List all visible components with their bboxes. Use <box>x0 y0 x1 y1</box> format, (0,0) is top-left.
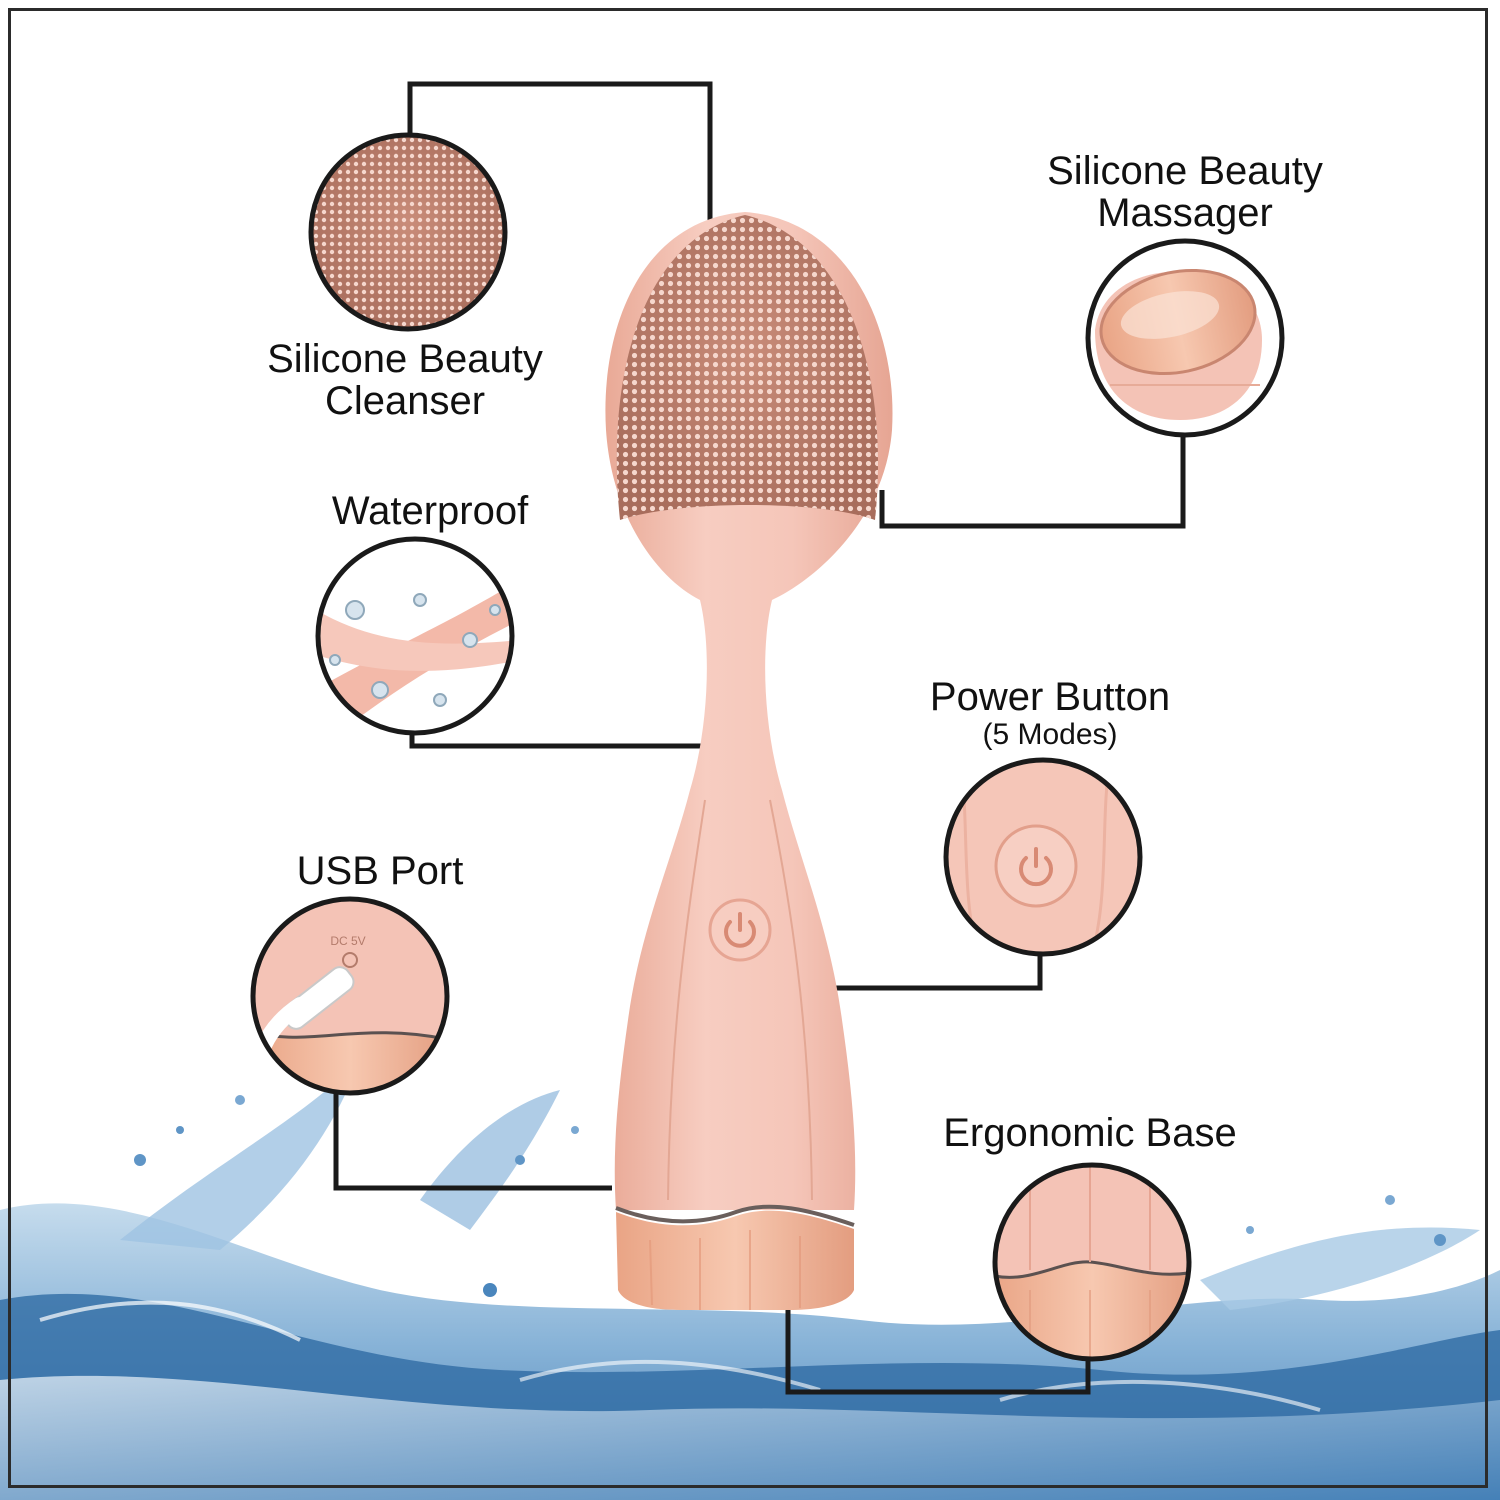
water-splash <box>0 1060 1500 1500</box>
power-button-label-sub: (5 Modes) <box>982 718 1118 751</box>
cleanser-label-line2: Cleanser <box>324 379 486 423</box>
base-connector-line <box>785 1280 1091 1395</box>
power-button-label-main: Power Button <box>929 675 1171 719</box>
cleanser-label: Silicone Beauty Cleanser <box>230 338 580 422</box>
usb-detail-circle: DC 5V <box>250 896 450 1096</box>
cleanser-detail-circle <box>308 132 508 332</box>
callout-lines <box>333 81 1186 1395</box>
power-icon <box>724 912 756 948</box>
massager-detail-circle <box>1085 238 1285 438</box>
power-button-label: Power Button (5 Modes) <box>880 676 1220 752</box>
power-detail-circle <box>943 757 1143 957</box>
device-body <box>605 212 893 1310</box>
cleanser-label-line1: Silicone Beauty <box>267 337 543 381</box>
cleanser-connector-line <box>407 81 713 260</box>
power-icon <box>1019 847 1053 887</box>
device-power-button <box>708 898 772 962</box>
usb-port-label: USB Port <box>296 849 464 893</box>
massager-label: Silicone Beauty Massager <box>1010 150 1360 234</box>
massager-label-line2: Massager <box>1097 191 1273 235</box>
ergonomic-base-label: Ergonomic Base <box>943 1111 1237 1155</box>
usb-port-marking: DC 5V <box>330 934 365 948</box>
massager-connector-line <box>879 435 1186 529</box>
usb-connector-line <box>333 1093 612 1191</box>
base-detail-circle <box>992 1162 1192 1362</box>
waterproof-detail-circle <box>315 536 515 736</box>
waterproof-label: Waterproof <box>331 489 529 533</box>
massager-label-line1: Silicone Beauty <box>1047 149 1323 193</box>
